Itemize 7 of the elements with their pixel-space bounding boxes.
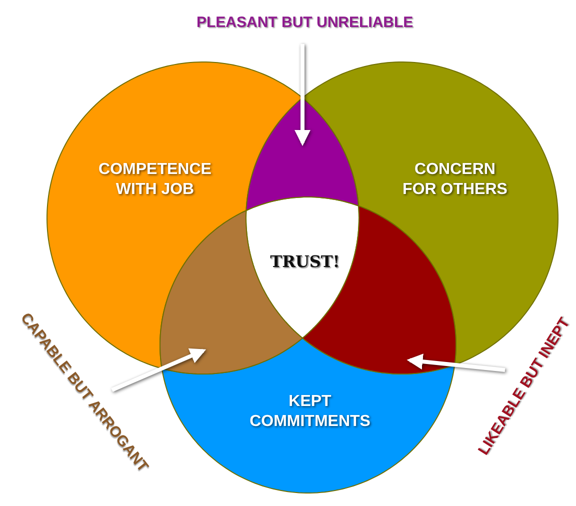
callout-text: PLEASANT BUT UNRELIABLE — [196, 14, 414, 30]
circle-label: KEPT COMMITMENTS — [248, 392, 372, 432]
circle-label: COMPETENCE WITH JOB — [98, 160, 212, 200]
overlap-region — [246, 97, 360, 212]
center-label: TRUST! — [269, 252, 341, 271]
circle-label: CONCERN FOR OTHERS — [402, 160, 508, 200]
center-region — [246, 196, 360, 339]
